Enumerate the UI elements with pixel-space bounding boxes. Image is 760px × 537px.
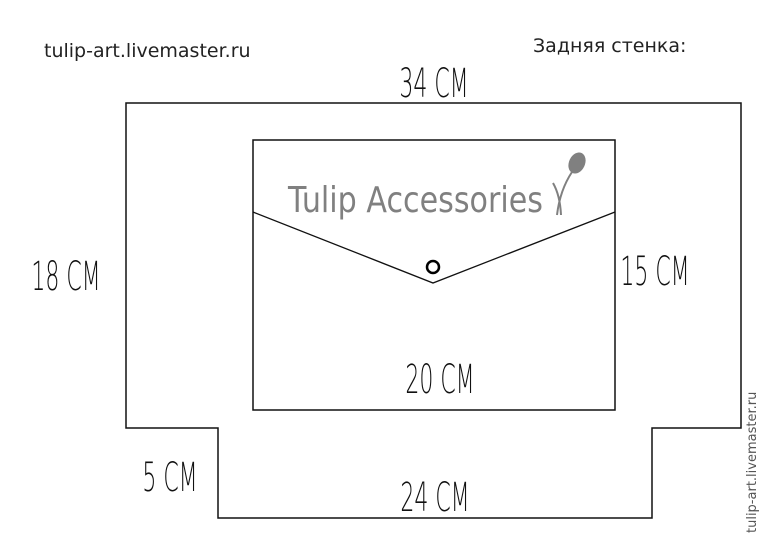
dim-pocket-width: 20 CM — [405, 356, 474, 403]
pattern-title: Задняя стенка: — [533, 35, 686, 57]
dim-bottom-step: 5 CM — [142, 454, 197, 501]
logo-text: Tulip Accessories — [287, 180, 543, 221]
dim-bottom-width: 24 CM — [400, 474, 469, 521]
dim-left-height: 18 CM — [31, 253, 100, 300]
pocket-flap — [252, 211, 616, 284]
pocket-outline — [252, 139, 616, 411]
dim-top-width: 34 CM — [399, 60, 468, 107]
button-icon — [425, 259, 441, 275]
panel-outline — [125, 102, 742, 519]
tulip-icon — [552, 152, 586, 216]
watermark: tulip-art.livemaster.ru — [745, 392, 760, 533]
dim-right-height: 15 CM — [620, 248, 689, 295]
site-url: tulip-art.livemaster.ru — [44, 40, 251, 62]
